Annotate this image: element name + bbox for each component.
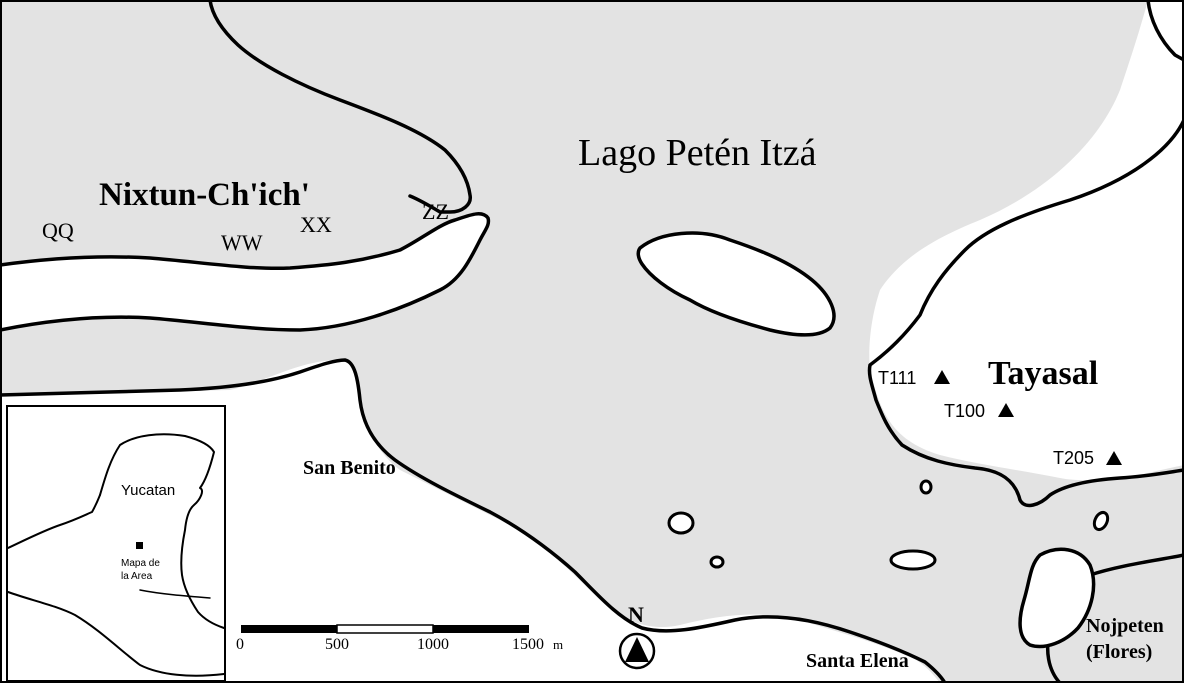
triangle-marker-icon — [934, 370, 950, 384]
islet-2 — [709, 555, 725, 569]
lake-label: Lago Petén Itzá — [578, 132, 817, 174]
marker-t100: T100 — [944, 401, 1014, 421]
inset-area-label-2: la Area — [121, 571, 153, 582]
town-label-nojpeten: Nojpeten — [1086, 615, 1164, 637]
scale-segment-2 — [336, 624, 434, 634]
scale-segment-1 — [241, 625, 337, 633]
inset-border — [139, 589, 211, 599]
triangle-marker-icon — [998, 403, 1014, 417]
scale-unit-label: m — [553, 637, 563, 652]
marker-t205: T205 — [1053, 448, 1122, 468]
marker-t111: T111 — [878, 368, 950, 388]
town-label-flores: (Flores) — [1086, 641, 1152, 663]
unit-label-xx: XX — [300, 212, 332, 237]
east-shoreline — [1146, 0, 1184, 62]
marker-t111-label: T111 — [878, 368, 916, 388]
north-arrow-icon — [625, 637, 649, 662]
scale-tick-label: 1500 — [512, 636, 544, 653]
area-locator-icon — [136, 542, 143, 549]
triangle-marker-icon — [1106, 451, 1122, 465]
islet-1 — [667, 511, 695, 535]
tayasal-site-label: Tayasal — [988, 355, 1098, 392]
town-label-san-benito: San Benito — [303, 457, 396, 479]
inset-area-label-1: Mapa de — [121, 558, 160, 569]
inset-pacific-coast — [7, 591, 225, 677]
north-arrow-label: N — [628, 602, 644, 627]
central-island — [636, 231, 836, 337]
inset-peninsula-coast — [99, 433, 225, 629]
north-arrow: N — [618, 602, 656, 670]
scale-segment-3 — [433, 625, 529, 633]
scale-tick-label: 1000 — [417, 636, 449, 653]
tayasal-shoreline — [867, 118, 1184, 508]
town-label-santa-elena: Santa Elena — [806, 650, 909, 672]
inset-gulf-coast — [7, 494, 101, 549]
nixtun-site-label: Nixtun-Ch'ich' — [99, 177, 310, 213]
south-shoreline — [0, 358, 947, 683]
nixtun-peninsula-shoreline — [0, 212, 491, 332]
scale-tick-label: 500 — [325, 636, 349, 653]
marker-t100-label: T100 — [944, 401, 985, 421]
islet-4 — [919, 479, 933, 495]
unit-label-ww: WW — [221, 230, 263, 255]
scale-bar: 0 500 1000 1500 m — [236, 624, 563, 653]
scale-tick-label: 0 — [236, 636, 244, 653]
marker-t205-label: T205 — [1053, 448, 1094, 468]
unit-label-qq: QQ — [42, 218, 74, 243]
inset-frame — [6, 405, 226, 682]
flores-island — [1018, 547, 1096, 649]
inset-region-label: Yucatan — [121, 482, 175, 499]
north-shoreline — [208, 0, 472, 214]
islet-3 — [889, 549, 937, 571]
islet-5 — [1092, 510, 1110, 532]
unit-label-zz: ZZ — [422, 199, 449, 224]
inset-map: Yucatan Mapa de la Area — [6, 405, 226, 682]
